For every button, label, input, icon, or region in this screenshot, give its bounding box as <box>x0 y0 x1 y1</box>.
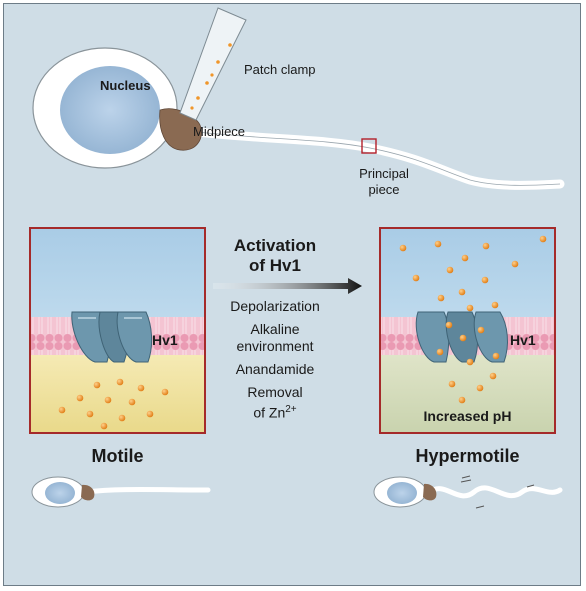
activation-title: Activation of Hv1 <box>205 236 345 276</box>
principal-piece-marker <box>361 138 377 154</box>
hv1-channel-left <box>71 311 153 363</box>
motile-box-frame <box>29 227 206 434</box>
activator-environment: environment <box>236 338 314 354</box>
protons-left <box>58 378 169 430</box>
motile-sperm-icon <box>31 476 211 508</box>
principal-piece-label: Principal piece <box>354 166 414 198</box>
nucleus-label: Nucleus <box>100 78 151 93</box>
protons-right <box>399 235 547 404</box>
hv1-label-left: Hv1 <box>152 332 178 348</box>
activator-list: Depolarization Alkaline environment Anan… <box>205 298 345 428</box>
activator-zn: of Zn2+ <box>205 401 345 422</box>
activator-removal: Removal <box>247 384 303 400</box>
hv1-label-right: Hv1 <box>510 332 536 348</box>
activator-alkaline: Alkaline <box>250 321 300 337</box>
activator-depolarization: Depolarization <box>230 298 320 314</box>
zn-superscript: 2+ <box>285 404 297 415</box>
midpiece-label: Midpiece <box>193 124 246 139</box>
increased-ph-label: Increased pH <box>423 408 512 424</box>
hypermotile-sperm-icon <box>373 475 563 509</box>
patch-clamp-label: Patch clamp <box>244 62 316 77</box>
hv1-channel-right <box>415 311 508 363</box>
activator-zn-text: of Zn <box>253 404 286 421</box>
activator-anandamide: Anandamide <box>235 361 315 377</box>
hypermotile-caption: Hypermotile <box>415 446 520 466</box>
nucleus-shape <box>60 66 160 154</box>
activation-title-line2: of Hv1 <box>249 256 301 275</box>
patch-pipette <box>179 7 247 121</box>
activation-arrow <box>213 278 362 294</box>
principal-piece-label-line2: piece <box>368 182 400 197</box>
hypermotile-box-frame <box>379 227 556 434</box>
principal-piece-label-line1: Principal <box>359 166 409 181</box>
activation-title-line1: Activation <box>233 236 317 255</box>
motile-caption: Motile <box>91 446 144 466</box>
